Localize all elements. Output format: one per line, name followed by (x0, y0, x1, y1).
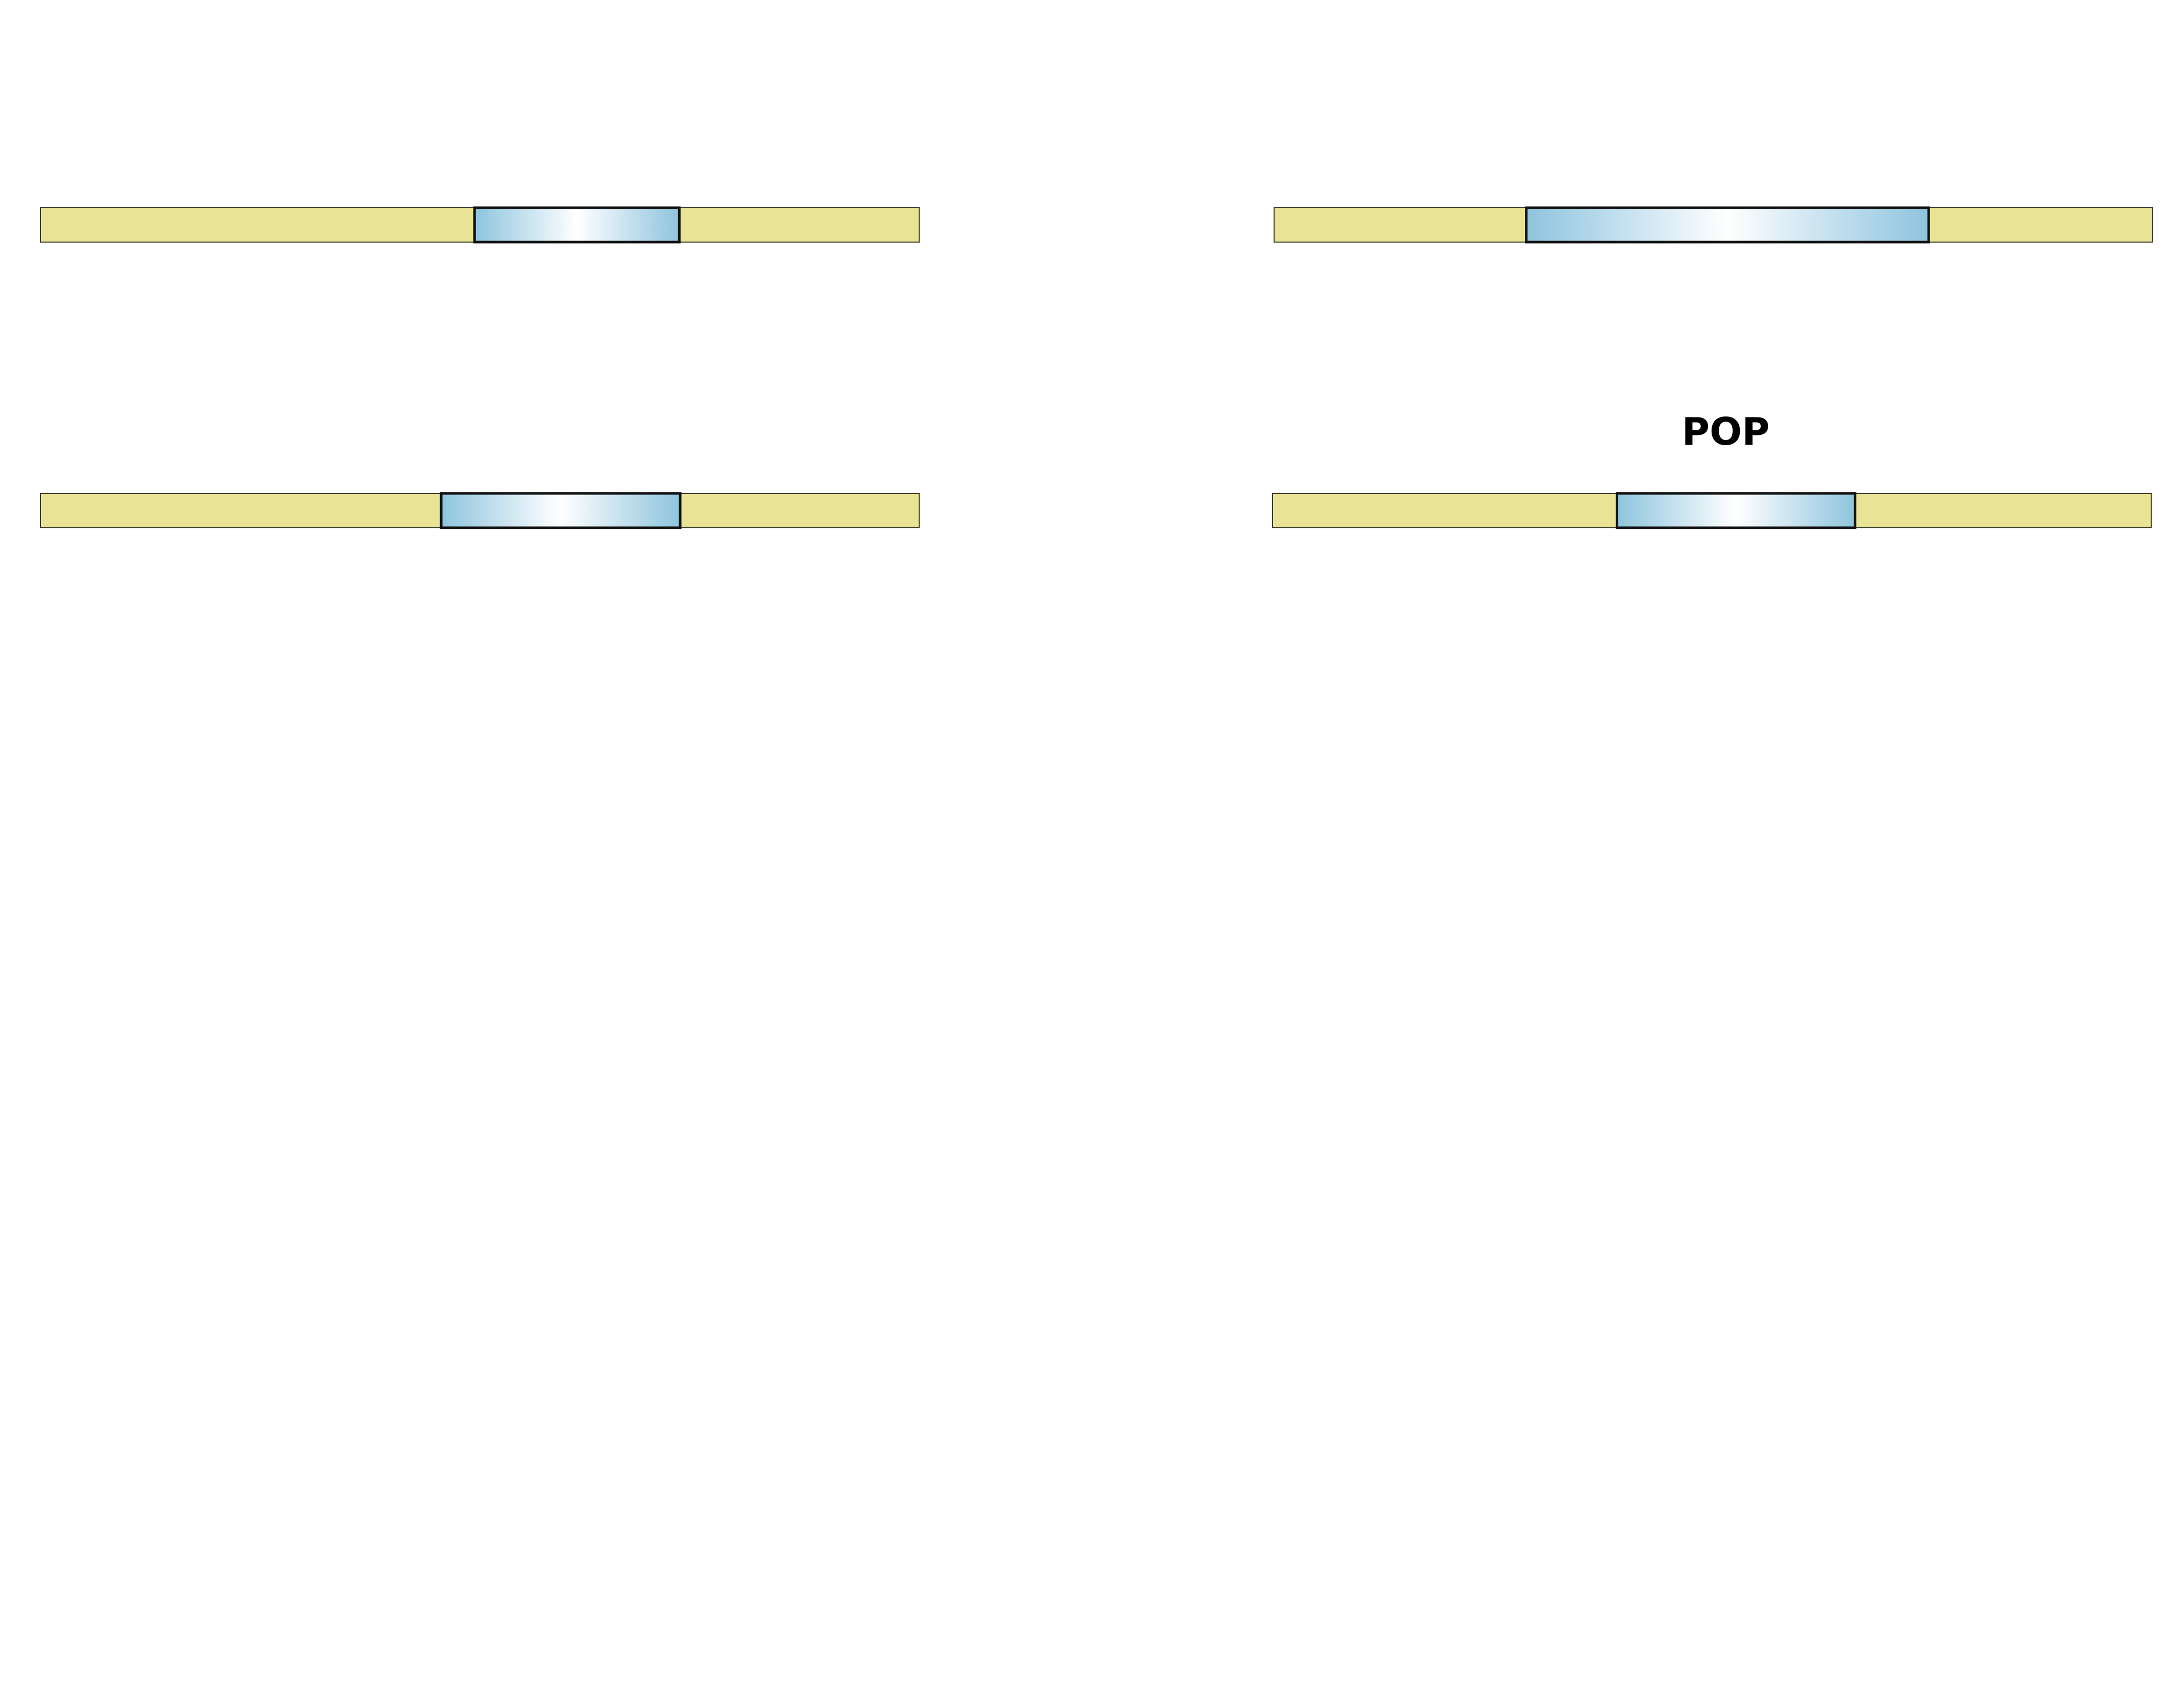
highlighted-segment (1525, 206, 1930, 244)
highlighted-segment (473, 206, 681, 244)
highlighted-segment (1615, 492, 1857, 529)
bar-bottom-right: POP (1272, 410, 2152, 529)
bars-layer: POP (40, 206, 2153, 529)
bar-top-left (40, 206, 920, 244)
highlighted-segment (440, 492, 682, 529)
bar-bottom-left (40, 492, 920, 529)
bar-top-right (1274, 206, 2153, 244)
bar-label: POP (1682, 410, 1770, 454)
